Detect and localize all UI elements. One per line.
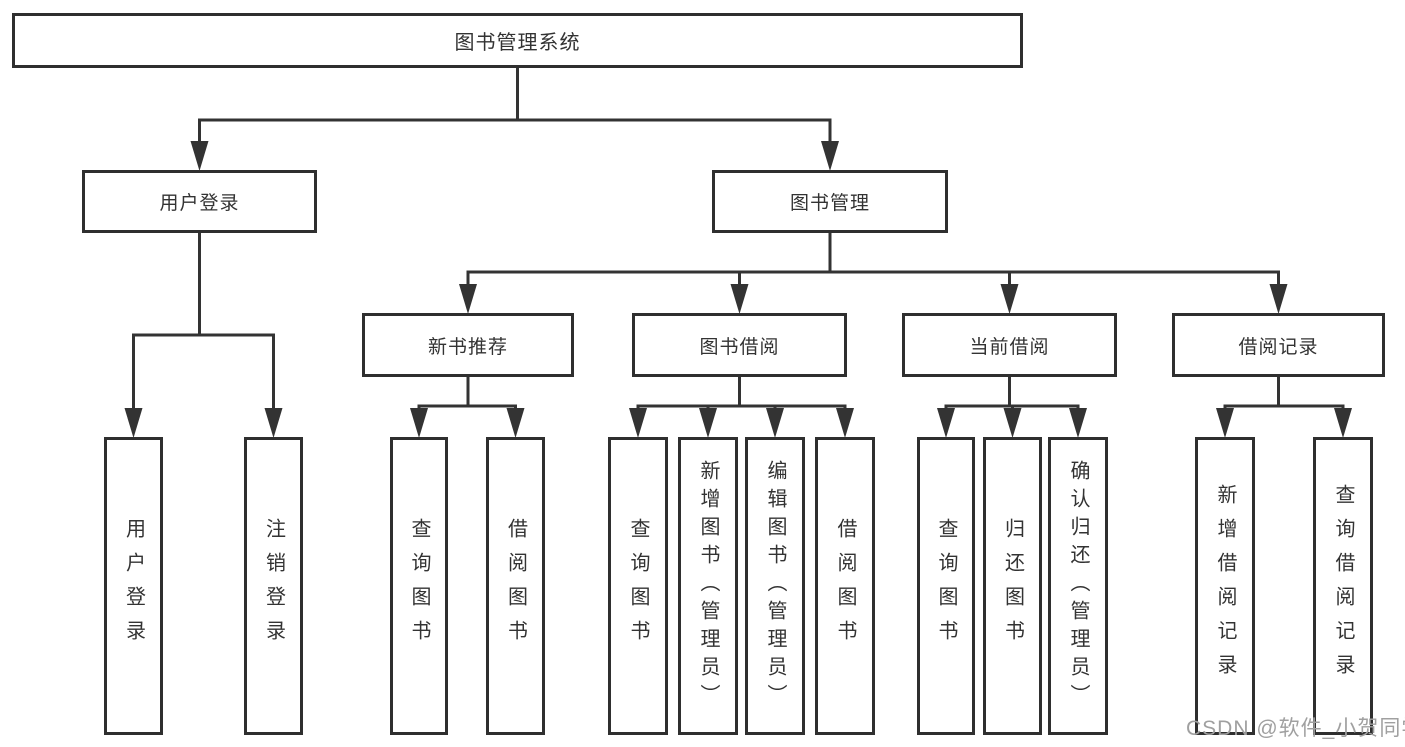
node-leaf-nbr-borrow: 借阅图书 [486, 437, 545, 735]
node-current-borrow: 当前借阅 [902, 313, 1117, 377]
node-leaf-nbr-query: 查询图书 [390, 437, 448, 735]
node-borrow-records: 借阅记录 [1172, 313, 1385, 377]
csdn-watermark: CSDN @软件_小贺同学 [1186, 717, 1405, 740]
node-leaf-logout: 注销登录 [244, 437, 303, 735]
node-root: 图书管理系统 [12, 13, 1023, 68]
node-leaf-cb-query: 查询图书 [917, 437, 975, 735]
node-leaf-bb-borrow: 借阅图书 [815, 437, 875, 735]
node-leaf-bb-edit: 编辑图书（管理员） [745, 437, 805, 735]
node-user-login: 用户登录 [82, 170, 317, 233]
node-leaf-br-add: 新增借阅记录 [1195, 437, 1255, 735]
node-leaf-cb-return: 归还图书 [983, 437, 1042, 735]
node-book-mgmt: 图书管理 [712, 170, 948, 233]
node-leaf-login: 用户登录 [104, 437, 163, 735]
node-leaf-bb-query: 查询图书 [608, 437, 668, 735]
node-leaf-bb-add: 新增图书（管理员） [678, 437, 738, 735]
node-leaf-br-query: 查询借阅记录 [1313, 437, 1373, 735]
node-leaf-cb-confirm: 确认归还（管理员） [1048, 437, 1108, 735]
node-new-book-rec: 新书推荐 [362, 313, 574, 377]
node-book-borrow: 图书借阅 [632, 313, 847, 377]
